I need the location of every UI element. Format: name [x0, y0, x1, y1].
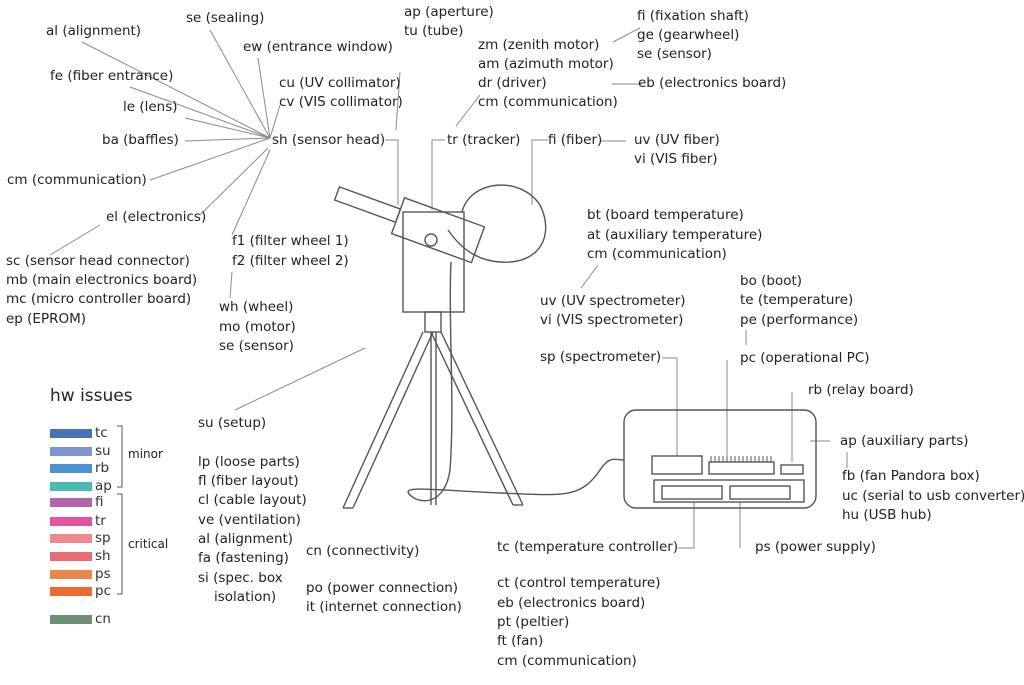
label-cl-cable-layout: cl (cable layout) — [198, 492, 307, 508]
label-fl-fiber-layout: fl (fiber layout) — [198, 473, 299, 489]
label-se-sensor-wheel: se (sensor) — [219, 338, 294, 354]
label-cm-communication-sh: cm (communication) — [7, 172, 147, 188]
legend-label-ps: ps — [95, 566, 111, 582]
legend-label-sh: sh — [95, 548, 111, 564]
label-al-alignment-setup: al (alignment) — [198, 531, 294, 547]
label-ba-baffles: ba (baffles) — [102, 132, 179, 148]
label-su-setup: su (setup) — [198, 415, 267, 431]
legend-label-sp: sp — [95, 530, 111, 546]
legend-swatch-sh — [50, 552, 92, 561]
legend-critical-label: critical — [128, 537, 169, 551]
label-eb-electronics-board-top: eb (electronics board) — [638, 75, 787, 91]
label-ap-auxiliary-parts: ap (auxiliary parts) — [840, 433, 969, 449]
label-pc-operational-pc: pc (operational PC) — [740, 350, 870, 366]
label-mb-main-electronics-board: mb (main electronics board) — [6, 272, 198, 288]
label-cm-communication-spec: cm (communication) — [587, 246, 727, 262]
label-se-sensor-tracker: se (sensor) — [637, 46, 712, 62]
label-at-auxiliary-temperature: at (auxiliary temperature) — [587, 227, 763, 243]
label-al-alignment: al (alignment) — [46, 23, 142, 39]
label-fi-fiber: fi (fiber) — [548, 132, 603, 148]
label-cm-communication-tracker: cm (communication) — [478, 94, 618, 110]
label-dr-driver: dr (driver) — [478, 75, 547, 91]
label-pt-peltier: pt (peltier) — [497, 614, 570, 630]
label-f1-filter-wheel-1: f1 (filter wheel 1) — [232, 233, 349, 249]
legend-minor-label: minor — [128, 447, 163, 461]
label-wh-wheel: wh (wheel) — [219, 299, 294, 315]
label-ct-control-temperature: ct (control temperature) — [497, 575, 661, 591]
legend-label-tc: tc — [95, 425, 108, 441]
legend-swatch-rb — [50, 464, 92, 473]
legend-swatch-ap — [50, 482, 92, 491]
label-se-sealing: se (sealing) — [186, 10, 265, 26]
label-rb-relay-board: rb (relay board) — [808, 382, 914, 398]
label-po-power-connection: po (power connection) — [306, 580, 459, 596]
label-ft-fan: ft (fan) — [497, 633, 544, 649]
label-eb-electronics-board: eb (electronics board) — [497, 595, 646, 611]
label-fe-fiber-entrance: fe (fiber entrance) — [50, 68, 174, 84]
label-fb-fan-pandora-box: fb (fan Pandora box) — [842, 468, 980, 484]
label-ew-entrance-window: ew (entrance window) — [243, 39, 393, 55]
label-mc-micro-controller-board: mc (micro controller board) — [6, 291, 192, 307]
label-uc-serial-to-usb-converter: uc (serial to usb converter) — [842, 488, 1024, 504]
label-hu-usb-hub: hu (USB hub) — [842, 507, 932, 523]
legend-swatch-fi — [50, 498, 92, 507]
legend-label-rb: rb — [95, 460, 110, 476]
legend-swatch-tc — [50, 429, 92, 438]
label-si-spec-box: si (spec. box — [198, 570, 283, 586]
label-sp-spectrometer: sp (spectrometer) — [540, 349, 662, 365]
label-bo-boot: bo (boot) — [740, 273, 803, 289]
legend-swatch-pc — [50, 587, 92, 596]
label-am-azimuth-motor: am (azimuth motor) — [478, 56, 614, 72]
legend-label-cn: cn — [95, 611, 111, 627]
label-cn-connectivity: cn (connectivity) — [306, 543, 420, 559]
label-lp-loose-parts: lp (loose parts) — [198, 454, 300, 470]
label-le-lens: le (lens) — [123, 99, 178, 115]
label-ps-power-supply: ps (power supply) — [755, 539, 876, 555]
legend-swatch-sp — [50, 534, 92, 543]
legend-label-su: su — [95, 443, 111, 459]
legend-swatch-tr — [50, 517, 92, 526]
legend-swatch-ps — [50, 570, 92, 579]
legend-label-ap: ap — [95, 478, 112, 494]
label-uv-uv-spectrometer: uv (UV spectrometer) — [540, 293, 686, 309]
label-uv-uv-fiber: uv (UV fiber) — [634, 132, 720, 148]
label-bt-board-temperature: bt (board temperature) — [587, 207, 744, 223]
label-it-internet-connection: it (internet connection) — [306, 599, 462, 615]
label-tu-tube: tu (tube) — [404, 23, 464, 39]
label-pe-performance: pe (performance) — [740, 312, 859, 328]
legend-swatch-cn — [50, 615, 92, 624]
legend-label-tr: tr — [95, 513, 106, 529]
legend-swatch-su — [50, 447, 92, 456]
label-mo-motor: mo (motor) — [219, 319, 296, 335]
label-cv-vis-collimator: cv (VIS collimator) — [279, 94, 403, 110]
label-tc-temperature-controller: tc (temperature controller) — [497, 539, 679, 555]
label-sc-sensor-head-connector: sc (sensor head connector) — [6, 253, 190, 269]
label-fi-fixation-shaft: fi (fixation shaft) — [637, 8, 749, 24]
label-ap-aperture: ap (aperture) — [404, 4, 494, 20]
legend-title: hw issues — [50, 386, 133, 406]
label-vi-vis-spectrometer: vi (VIS spectrometer) — [540, 312, 684, 328]
label-cu-uv-collimator: cu (UV collimator) — [279, 75, 401, 91]
label-ep-eprom: ep (EPROM) — [6, 311, 87, 327]
label-ve-ventilation: ve (ventilation) — [198, 512, 301, 528]
label-f2-filter-wheel-2: f2 (filter wheel 2) — [232, 253, 349, 269]
label-te-temperature: te (temperature) — [740, 292, 854, 308]
label-tr-tracker: tr (tracker) — [447, 132, 521, 148]
label-el-electronics: el (electronics) — [106, 209, 207, 225]
label-cm-communication-tc: cm (communication) — [497, 653, 637, 669]
label-zm-zenith-motor: zm (zenith motor) — [478, 37, 600, 53]
legend-label-pc: pc — [95, 583, 111, 599]
label-ge-gearwheel: ge (gearwheel) — [637, 27, 740, 43]
label-isolation: isolation) — [214, 589, 277, 605]
label-fa-fastening: fa (fastening) — [198, 550, 289, 566]
legend-label-fi: fi — [95, 494, 104, 510]
label-sh-sensor-head: sh (sensor head) — [272, 132, 386, 148]
label-vi-vis-fiber: vi (VIS fiber) — [634, 151, 718, 167]
